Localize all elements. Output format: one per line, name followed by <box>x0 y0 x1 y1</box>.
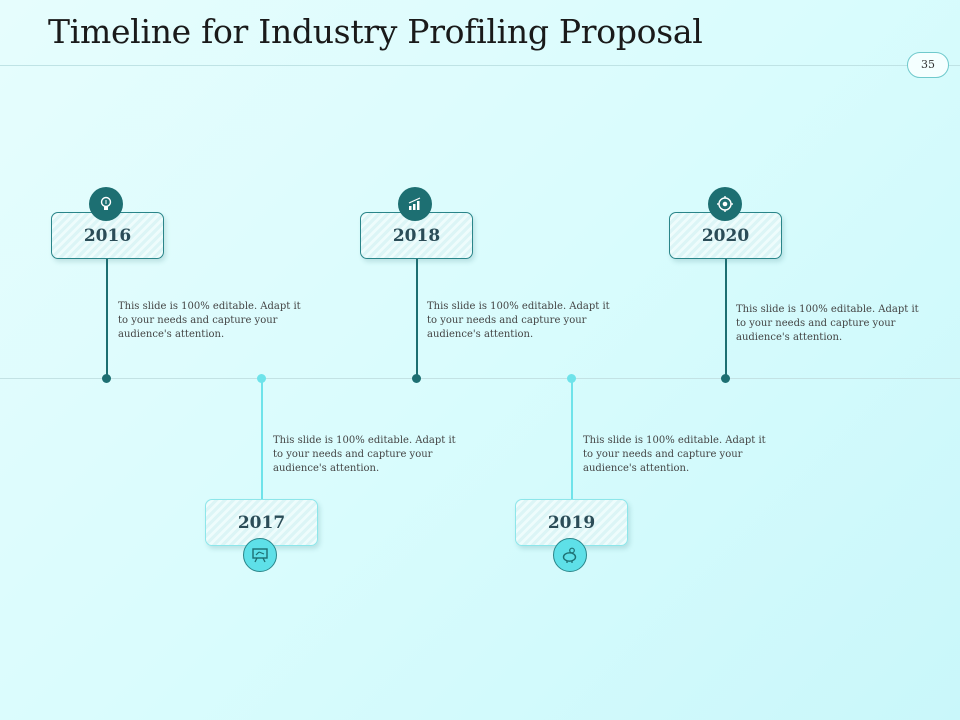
page-number-badge: 35 <box>907 52 949 78</box>
timeline-axis <box>0 378 960 379</box>
connector-line <box>571 379 573 499</box>
piggy-bank-icon <box>553 538 587 572</box>
milestone-description: This slide is 100% editable. Adapt it to… <box>273 435 456 474</box>
connector-line <box>725 259 727 378</box>
lightbulb-icon <box>89 187 123 221</box>
bar-chart-icon <box>398 187 432 221</box>
timeline-dot <box>567 374 576 383</box>
connector-line <box>261 379 263 499</box>
milestone-description: This slide is 100% editable. Adapt it to… <box>583 435 766 474</box>
milestone-description: This slide is 100% editable. Adapt it to… <box>427 301 610 340</box>
timeline-dot <box>257 374 266 383</box>
timeline-dot <box>412 374 421 383</box>
connector-line <box>416 259 418 378</box>
slide-title: Timeline for Industry Profiling Proposal <box>48 12 703 51</box>
presentation-board-icon <box>243 538 277 572</box>
milestone-description: This slide is 100% editable. Adapt it to… <box>736 304 919 343</box>
target-gear-icon <box>708 187 742 221</box>
milestone-description: This slide is 100% editable. Adapt it to… <box>118 301 301 340</box>
timeline-dot <box>102 374 111 383</box>
header-divider <box>0 65 960 66</box>
connector-line <box>106 259 108 378</box>
timeline-dot <box>721 374 730 383</box>
